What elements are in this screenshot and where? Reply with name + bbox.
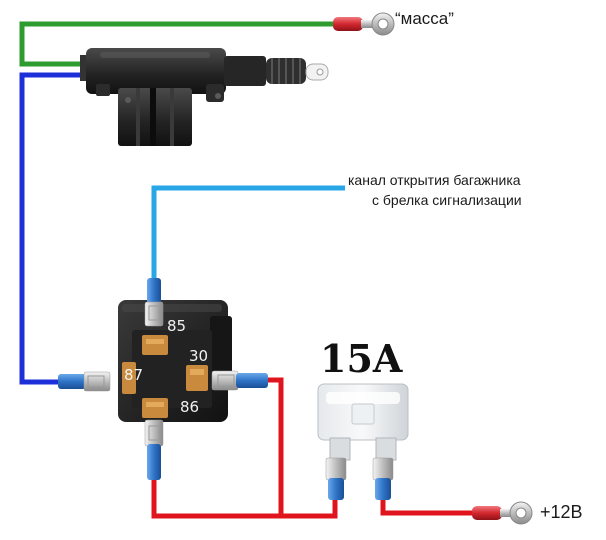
fuse-spade-terminal-icon-left bbox=[325, 457, 347, 500]
trunk-signal-wire bbox=[151, 185, 345, 285]
relay-pin-87-label: 87 bbox=[124, 366, 144, 384]
fuse-spade-terminal-icon-right bbox=[372, 457, 394, 500]
ground-wire bbox=[19, 21, 335, 67]
ground-ring-terminal-icon bbox=[333, 12, 395, 36]
power-label: +12В bbox=[540, 502, 583, 522]
trunk-channel-label-line2: с брелка сигнализации bbox=[372, 192, 522, 208]
relay-pin-86-blade bbox=[142, 398, 168, 418]
trunk-channel-label-line1: канал открытия багажника bbox=[348, 172, 521, 188]
door-lock-actuator-icon bbox=[80, 48, 329, 146]
relay-86-to-ground-wire bbox=[151, 478, 281, 519]
spade-terminal-icon-30 bbox=[211, 370, 268, 391]
relay-pin-85-blade bbox=[142, 335, 168, 355]
actuator-to-relay-wire bbox=[19, 72, 84, 385]
fuse-to-power-wire bbox=[380, 498, 472, 516]
relay-pin-30-blade bbox=[186, 365, 208, 391]
relay-pin-87-blade bbox=[122, 362, 136, 394]
relay-pin-86-label: 86 bbox=[180, 398, 200, 416]
spade-terminal-icon-86 bbox=[144, 419, 164, 480]
ground-label: “масса” bbox=[395, 9, 454, 28]
spade-terminal-icon-85 bbox=[144, 278, 164, 327]
relay-pin-85-label: 85 bbox=[167, 317, 187, 335]
fuse-rating-label: 15A bbox=[320, 336, 403, 381]
relay-pin-30-label: 30 bbox=[189, 347, 209, 365]
fuse-icon bbox=[317, 383, 409, 461]
spade-terminal-icon-87 bbox=[58, 371, 111, 392]
power-ring-terminal-icon bbox=[472, 501, 533, 525]
